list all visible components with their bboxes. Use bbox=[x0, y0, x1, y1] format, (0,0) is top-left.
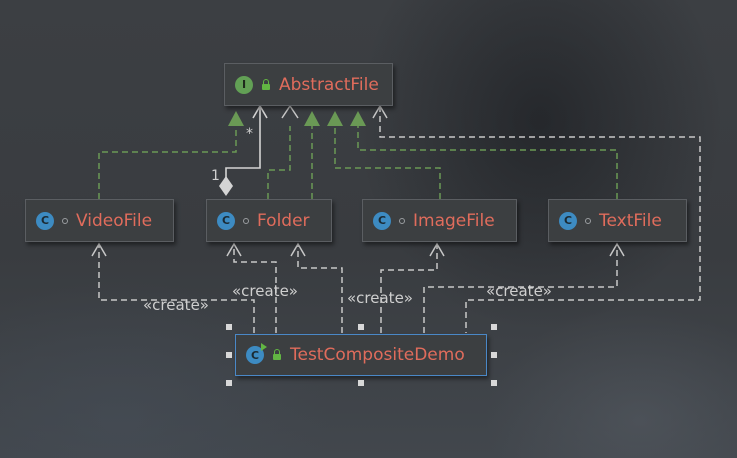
public-lock-icon bbox=[261, 78, 271, 91]
create-videofile bbox=[98, 244, 255, 333]
node-label: AbstractFile bbox=[279, 74, 379, 95]
stereotype-create-textfile: «create» bbox=[486, 282, 552, 300]
node-folder[interactable]: C Folder bbox=[206, 199, 332, 242]
selection-handle-se[interactable] bbox=[491, 380, 497, 386]
node-label: TestCompositeDemo bbox=[290, 345, 465, 365]
create-folder-2 bbox=[297, 244, 343, 333]
package-visibility-icon bbox=[585, 217, 591, 224]
node-imagefile[interactable]: C ImageFile bbox=[362, 199, 517, 242]
class-icon: C bbox=[559, 211, 577, 230]
realization-folder bbox=[267, 126, 291, 199]
node-abstractfile[interactable]: I AbstractFile bbox=[224, 63, 393, 106]
node-label: ImageFile bbox=[413, 210, 495, 231]
node-label: TextFile bbox=[599, 210, 662, 231]
selection-handle-n[interactable] bbox=[358, 324, 364, 330]
node-label: VideoFile bbox=[76, 210, 153, 231]
stereotype-create-imagefile: «create» bbox=[347, 289, 413, 307]
realization-arrowhead-3 bbox=[327, 111, 343, 126]
class-icon: C bbox=[217, 211, 235, 230]
selection-handle-e[interactable] bbox=[491, 352, 497, 358]
node-textfile[interactable]: C TextFile bbox=[548, 199, 687, 242]
stereotype-create-folder: «create» bbox=[232, 282, 298, 300]
stereotype-create-videofile: «create» bbox=[143, 296, 209, 314]
node-testcompositedemo[interactable]: C TestCompositeDemo bbox=[235, 334, 487, 376]
realization-arrowhead-5 bbox=[281, 104, 299, 119]
selection-handle-ne[interactable] bbox=[491, 324, 497, 330]
realization-imagefile bbox=[334, 126, 441, 199]
node-videofile[interactable]: C VideoFile bbox=[25, 199, 174, 242]
package-visibility-icon bbox=[243, 217, 249, 224]
class-icon: C bbox=[36, 211, 54, 230]
dependency-abstractfile bbox=[379, 106, 701, 333]
selection-handle-nw[interactable] bbox=[226, 324, 232, 330]
package-visibility-icon bbox=[399, 217, 405, 224]
realization-videofile bbox=[98, 126, 237, 199]
multiplicity-one: 1 bbox=[211, 168, 220, 184]
selection-handle-sw[interactable] bbox=[226, 380, 232, 386]
selection-handle-w[interactable] bbox=[226, 352, 232, 358]
selection-handle-s[interactable] bbox=[358, 380, 364, 386]
realization-arrowhead-4 bbox=[350, 111, 366, 126]
runnable-class-icon: C bbox=[246, 343, 267, 364]
realization-arrowhead-2 bbox=[304, 111, 320, 126]
class-icon: C bbox=[373, 211, 391, 230]
package-visibility-icon bbox=[62, 217, 68, 224]
node-label: Folder bbox=[257, 210, 310, 231]
create-imagefile bbox=[380, 244, 438, 333]
aggregation-diamond bbox=[219, 176, 233, 196]
create-folder-1 bbox=[233, 244, 277, 333]
public-lock-icon bbox=[272, 349, 282, 361]
realization-arrowhead-1 bbox=[228, 111, 244, 126]
multiplicity-many: * bbox=[246, 126, 253, 142]
interface-icon: I bbox=[235, 75, 253, 94]
realization-textfile bbox=[357, 126, 618, 199]
aggregation-arrowhead bbox=[252, 104, 268, 119]
aggregation-line bbox=[225, 106, 261, 180]
create-textfile bbox=[423, 244, 618, 333]
